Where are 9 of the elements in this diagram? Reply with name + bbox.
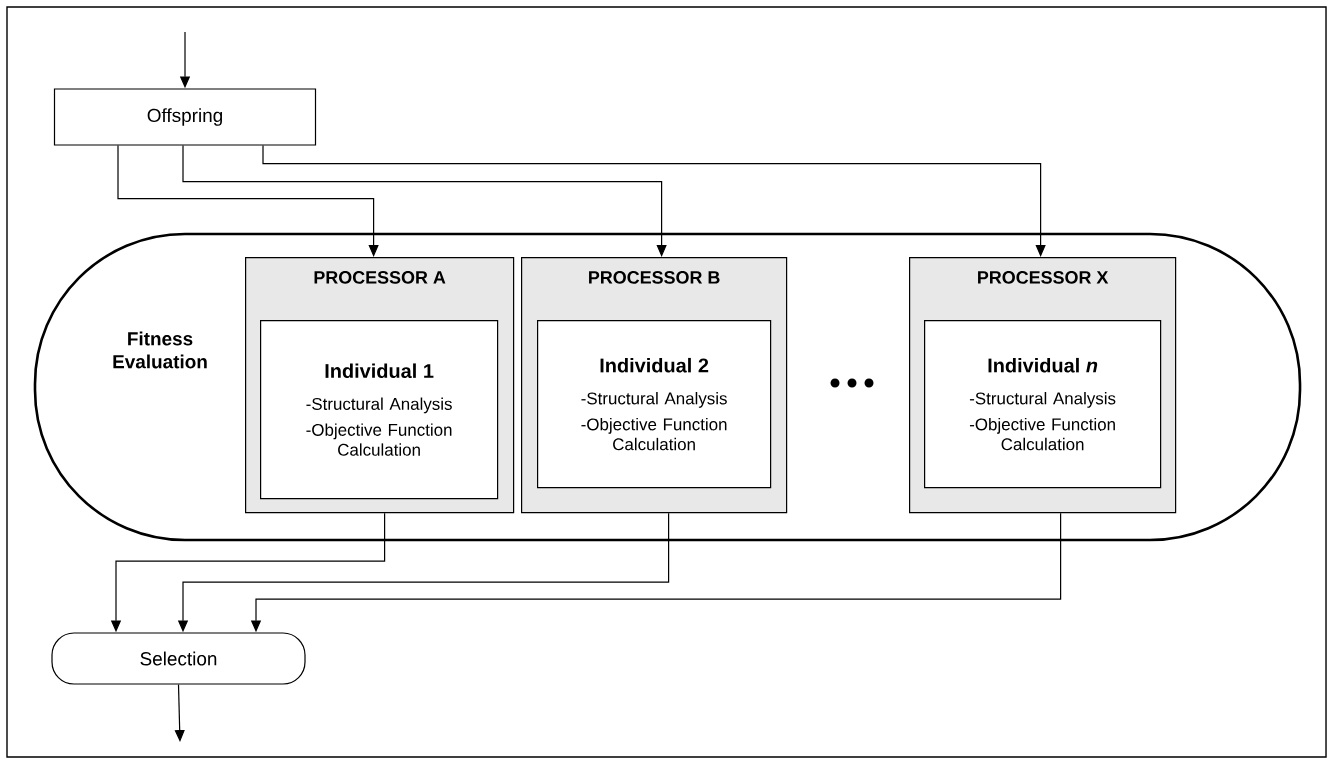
individual-box: Individual 1 -Structural Analysis -Objective Function Calculation — [260, 320, 499, 500]
arrow — [174, 684, 185, 742]
individual-box: Individual 2 -Structural Analysis -Objective Function Calculation — [537, 320, 772, 489]
arrow — [117, 145, 379, 257]
terminal-box: Selection — [51, 632, 306, 685]
process-box: Offspring — [53, 88, 317, 146]
arrow — [262, 145, 1046, 257]
individual-box: Individual n -Structural Analysis -Objective Function Calculation — [924, 320, 1162, 489]
arrow — [182, 145, 667, 257]
